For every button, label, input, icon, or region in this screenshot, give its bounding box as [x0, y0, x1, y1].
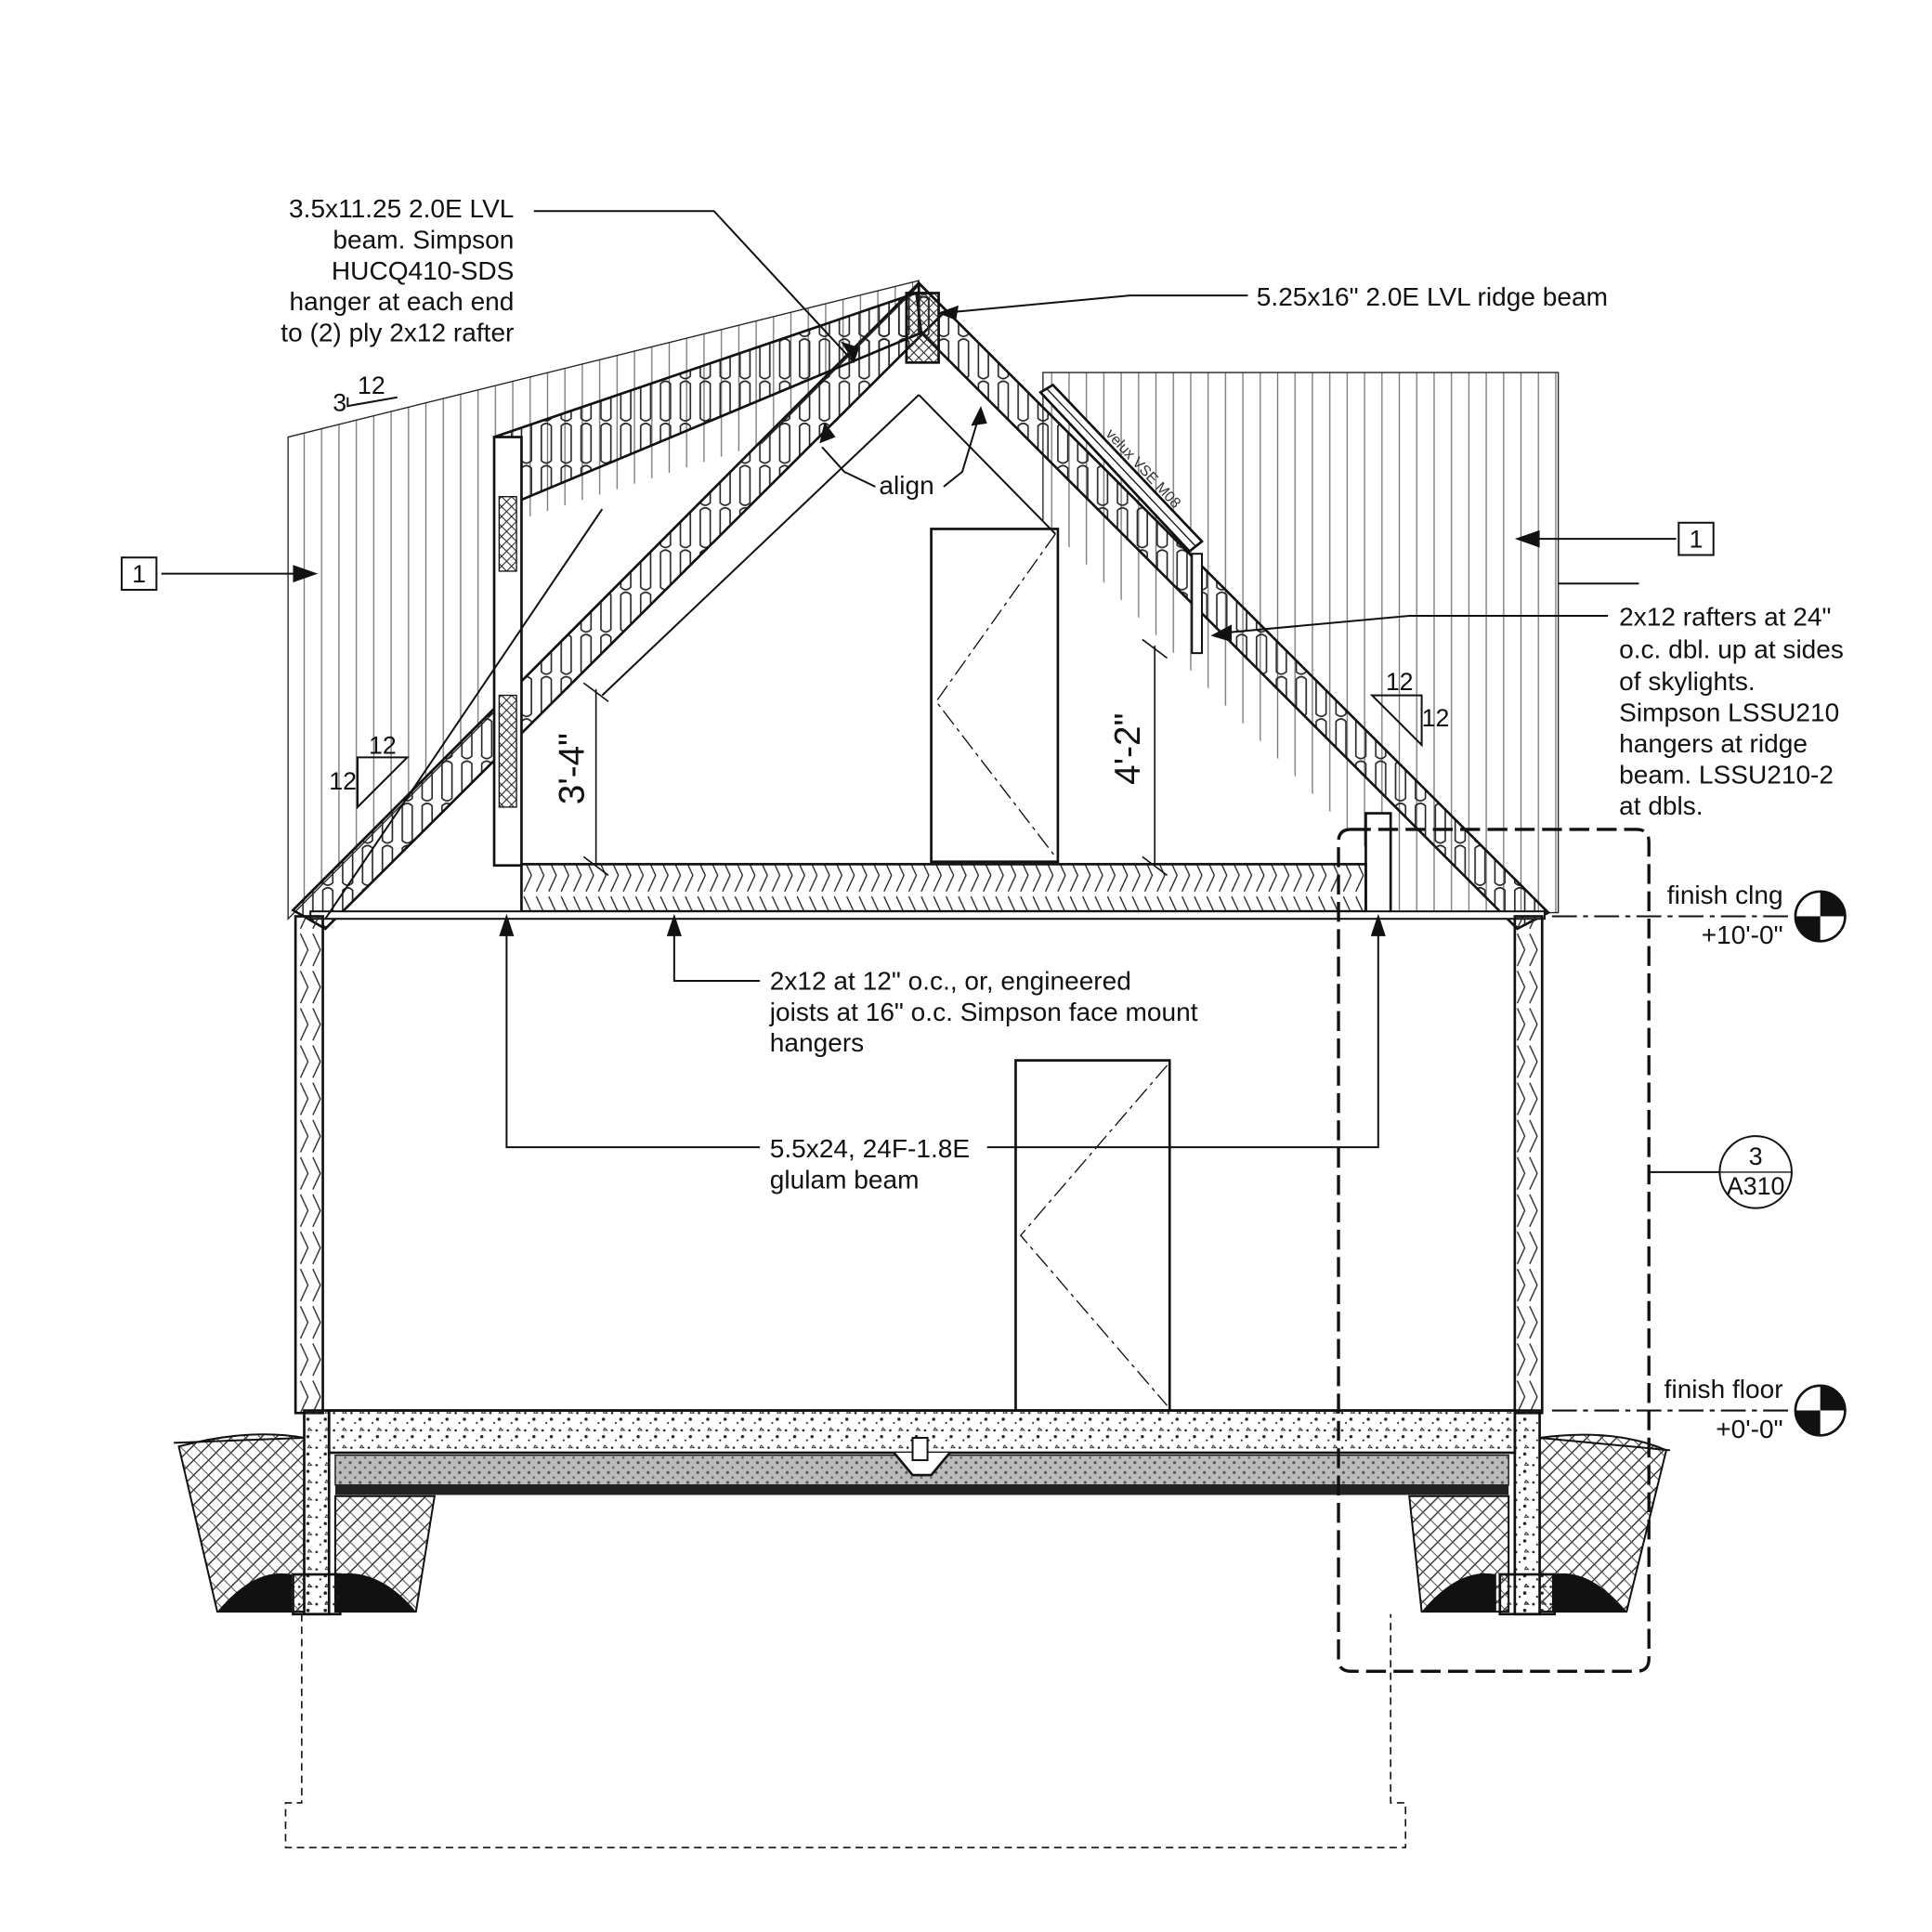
note-joists: 2x12 at 12" o.c., or, engineered joists …: [769, 966, 1198, 1057]
foundation: [174, 1409, 1671, 1848]
dimension-right: 4'-2": [1108, 713, 1148, 785]
pitch-right-rise: 12: [1422, 704, 1450, 732]
svg-text:to (2) ply 2x12 rafter: to (2) ply 2x12 rafter: [281, 319, 514, 347]
floor-label: finish floor: [1664, 1375, 1783, 1403]
exterior-walls: [294, 915, 1544, 1415]
svg-text:o.c. dbl. up at sides: o.c. dbl. up at sides: [1619, 634, 1844, 663]
arrowheads: [293, 305, 1540, 936]
svg-text:beam. Simpson: beam. Simpson: [333, 225, 514, 254]
detail-reference-bubble[interactable]: [1718, 1135, 1793, 1209]
note-ridge-beam: 5.25x16" 2.0E LVL ridge beam: [1257, 282, 1608, 311]
svg-text:at dbls.: at dbls.: [1619, 791, 1703, 820]
note-glulam: 5.5x24, 24F-1.8E glulam beam: [770, 1134, 970, 1194]
detail-callout-box: [1337, 828, 1651, 1673]
section-tags: [121, 521, 1715, 591]
note-align: align: [879, 471, 933, 500]
ceiling-label: finish clng: [1667, 881, 1783, 909]
leader-lines: [161, 210, 1788, 1412]
pitch-left-run: 12: [369, 731, 397, 759]
svg-text:Simpson LSSU210: Simpson LSSU210: [1619, 698, 1839, 727]
ceiling-value: +10'-0": [1702, 920, 1783, 949]
svg-text:2x12 rafters at 24": 2x12 rafters at 24": [1619, 603, 1831, 632]
doors: [930, 528, 1171, 1412]
pitch-upper-rise: 3: [333, 388, 346, 416]
svg-text:hanger at each end: hanger at each end: [290, 287, 515, 316]
pitch-upper-run: 12: [358, 372, 385, 399]
svg-text:HUCQ410-SDS: HUCQ410-SDS: [332, 256, 515, 285]
svg-text:beam. LSSU210-2: beam. LSSU210-2: [1619, 760, 1834, 789]
pitch-right-run: 12: [1386, 668, 1414, 696]
tag-right: 1: [1690, 526, 1704, 554]
svg-text:3.5x11.25 2.0E LVL: 3.5x11.25 2.0E LVL: [289, 194, 514, 223]
svg-text:of skylights.: of skylights.: [1619, 667, 1756, 696]
dimension-lines: [582, 638, 1168, 877]
roof-assembly: velux VSE M08: [291, 280, 1551, 931]
svg-text:hangers: hangers: [770, 1028, 864, 1057]
svg-text:joists at 16" o.c. Simpson fac: joists at 16" o.c. Simpson face mount: [769, 998, 1198, 1026]
pitch-left-rise: 12: [329, 767, 357, 795]
elevation-marker-ceiling: [1794, 890, 1847, 943]
floor-value: +0'-0": [1716, 1415, 1782, 1443]
tag-left: 1: [132, 560, 146, 588]
elevation-marker-floor: [1794, 1384, 1847, 1437]
detail-number: 3: [1749, 1142, 1763, 1170]
note-lvl-beam: 3.5x11.25 2.0E LVL beam. Simpson HUCQ410…: [281, 194, 514, 347]
svg-text:hangers at ridge: hangers at ridge: [1619, 729, 1808, 758]
detail-sheet: A310: [1727, 1172, 1784, 1200]
svg-text:glulam beam: glulam beam: [770, 1165, 920, 1194]
svg-text:2x12 at 12" o.c., or, engineer: 2x12 at 12" o.c., or, engineered: [770, 966, 1131, 995]
dimension-left: 3'-4": [552, 733, 592, 804]
slope-symbols: [346, 396, 1423, 810]
note-rafters: 2x12 rafters at 24" o.c. dbl. up at side…: [1619, 603, 1844, 820]
svg-text:5.5x24, 24F-1.8E: 5.5x24, 24F-1.8E: [770, 1134, 970, 1163]
